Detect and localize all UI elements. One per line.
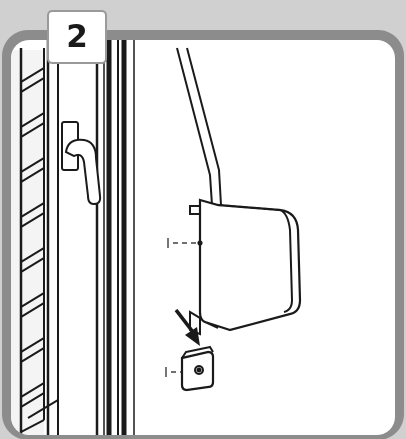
illustration-clip: [11, 40, 302, 435]
step-number-badge: 2: [47, 10, 107, 64]
wall-bracket: [180, 345, 215, 392]
window-handle: [61, 121, 102, 206]
arrow-icon: [174, 308, 200, 346]
window-frame: [46, 40, 135, 435]
control-box: [189, 198, 302, 336]
shutter-slats: [11, 48, 59, 435]
cable: [176, 47, 222, 206]
